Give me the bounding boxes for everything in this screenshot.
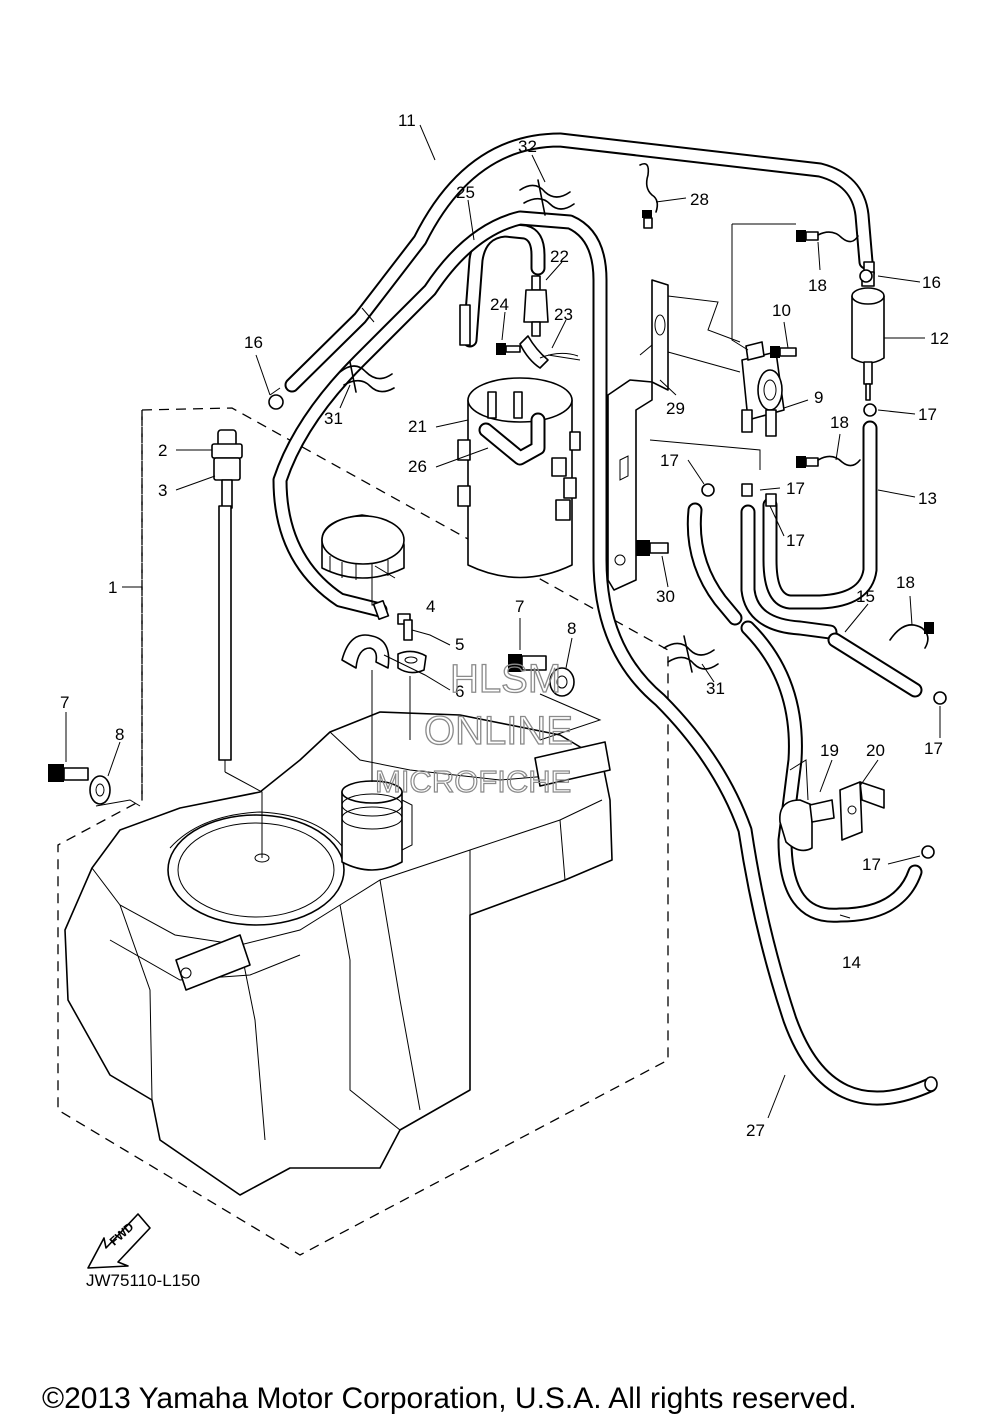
breather-fitting <box>459 304 471 346</box>
cap-strap-6 <box>341 634 427 782</box>
callout-19: 19 <box>820 741 839 760</box>
fuel-tank <box>64 711 613 1196</box>
clamps-17 <box>701 269 947 859</box>
callout-8-left: 8 <box>115 725 124 744</box>
callout-32: 32 <box>518 137 537 156</box>
callout-25: 25 <box>456 183 475 202</box>
charcoal-canister <box>457 377 581 579</box>
callout-16-right: 16 <box>922 273 941 292</box>
callout-18-upper: 18 <box>808 276 827 295</box>
grommet-8-left <box>89 775 111 805</box>
bolt-24 <box>496 343 521 355</box>
clip-31-left <box>339 361 395 393</box>
bolt-7-right <box>508 654 547 672</box>
hose-holder-19 <box>779 759 835 852</box>
clip-16-left <box>268 387 284 410</box>
clip-18-upper <box>796 230 859 243</box>
callout-30: 30 <box>656 587 675 606</box>
callout-18-far-right: 18 <box>896 573 915 592</box>
callout-10: 10 <box>772 301 791 320</box>
callout-13: 13 <box>918 489 937 508</box>
callout-26: 26 <box>408 457 427 476</box>
clip-32 <box>519 179 575 216</box>
fuel-cap-4 <box>321 514 405 621</box>
callout-17-b: 17 <box>786 479 805 498</box>
callout-17-a: 17 <box>660 451 679 470</box>
hose-11 <box>284 132 874 393</box>
fwd-arrow-icon: FWD <box>87 1213 151 1269</box>
callout-29: 29 <box>666 399 685 418</box>
callout-24: 24 <box>490 295 509 314</box>
bracket-20 <box>839 781 885 841</box>
callout-7-left: 7 <box>60 693 69 712</box>
hose-25 <box>462 222 546 348</box>
clip-31-right <box>663 635 719 673</box>
callout-14: 14 <box>842 953 861 972</box>
bolt-7-left <box>48 764 89 782</box>
callout-31-left: 31 <box>324 409 343 428</box>
clip-18-far-right <box>889 622 934 649</box>
watermark: HLSM ONLINE MICROFICHE <box>374 656 573 799</box>
callout-1: 1 <box>108 578 117 597</box>
callout-7-right: 7 <box>515 597 524 616</box>
clip-18-right <box>796 455 861 468</box>
callout-17-e: 17 <box>924 739 943 758</box>
fuel-valve-9 <box>741 341 797 437</box>
callout-3: 3 <box>158 481 167 500</box>
callout-31-right: 31 <box>706 679 725 698</box>
callout-11: 11 <box>398 111 416 130</box>
callout-23: 23 <box>554 305 573 324</box>
callout-12: 12 <box>930 329 949 348</box>
grommet-8-right <box>549 667 575 697</box>
callout-17-c: 17 <box>786 531 805 550</box>
callout-2: 2 <box>158 441 167 460</box>
callout-21: 21 <box>408 417 427 436</box>
callout-27: 27 <box>746 1121 765 1140</box>
callout-20: 20 <box>866 741 885 760</box>
diagram-code: JW75110-L150 <box>86 1271 200 1290</box>
hoses-13-14-15 <box>686 420 923 923</box>
callout-17-f: 17 <box>862 855 881 874</box>
watermark-line-1: HLSM <box>450 657 561 701</box>
callout-17-d: 17 <box>918 405 937 424</box>
assembly-boundary <box>57 407 669 1256</box>
callout-16-left: 16 <box>244 333 263 352</box>
bracket-29 <box>607 279 669 591</box>
hose-27 <box>272 210 938 1106</box>
callout-15: 15 <box>856 587 875 606</box>
callout-9: 9 <box>814 388 823 407</box>
callout-labels: 1 2 3 4 5 6 7 7 8 8 9 10 11 12 13 14 15 … <box>60 111 949 1140</box>
bolt-30 <box>636 540 669 556</box>
watermark-line-3: MICROFICHE <box>375 764 571 799</box>
leader-lines <box>65 124 941 1119</box>
inline-filter-22 <box>519 275 579 369</box>
fitting-5 <box>397 613 413 641</box>
callout-5: 5 <box>455 635 464 654</box>
callout-8-right: 8 <box>567 619 576 638</box>
fuel-filter-12 <box>851 261 885 401</box>
callout-4: 4 <box>426 597 435 616</box>
watermark-line-2: ONLINE <box>424 709 573 753</box>
callout-6: 6 <box>455 682 464 701</box>
copyright-notice: ©2013 Yamaha Motor Corporation, U.S.A. A… <box>42 1382 857 1415</box>
callout-18-right: 18 <box>830 413 849 432</box>
callout-22: 22 <box>550 247 569 266</box>
fuel-sender-unit <box>211 429 263 858</box>
callout-28: 28 <box>690 190 709 209</box>
clip-28 <box>639 162 659 229</box>
